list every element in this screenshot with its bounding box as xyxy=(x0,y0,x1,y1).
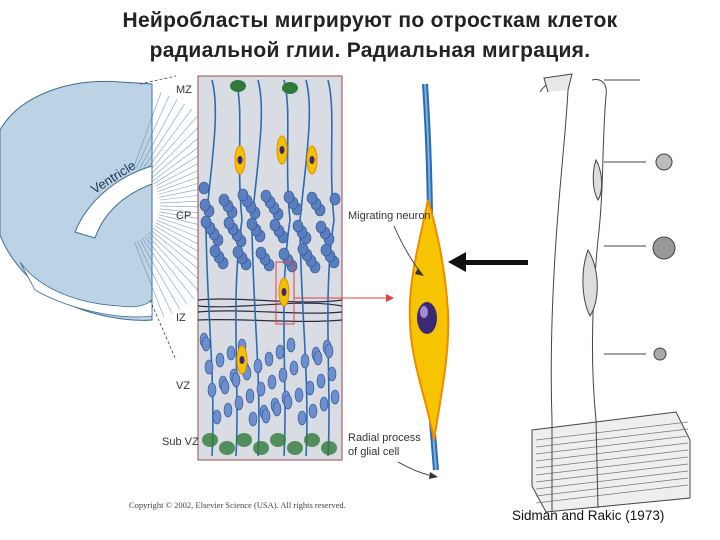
title-line-2: радиальной глии. Радиальная миграция. xyxy=(149,39,591,62)
slide-title: Нейробласты мигрируют по отросткам клето… xyxy=(60,6,680,66)
copyright-text: Copyright © 2002, Elsevier Science (USA)… xyxy=(129,500,346,510)
zone-label-vz: VZ xyxy=(176,380,191,392)
radial-process-label-line1: Radial process xyxy=(348,432,421,444)
pointer-arrow xyxy=(448,252,528,272)
zone-label-cp: CP xyxy=(176,210,192,222)
zone-label-sub-vz: Sub VZ xyxy=(162,436,199,448)
radial-process-label-line2: of glial cell xyxy=(348,446,400,458)
cortex-panel xyxy=(197,75,394,461)
enlarged-neuron xyxy=(393,83,450,479)
credit-text: Sidman and Rakic (1973) xyxy=(512,508,665,523)
title-line-1: Нейробласты мигрируют по отросткам клето… xyxy=(122,9,618,32)
migrating-neuron-label: Migrating neuron xyxy=(348,210,431,222)
sidman-rakic-drawing xyxy=(531,73,691,513)
zone-label-iz: IZ xyxy=(176,312,186,324)
zone-label-mz: MZ xyxy=(176,84,192,96)
